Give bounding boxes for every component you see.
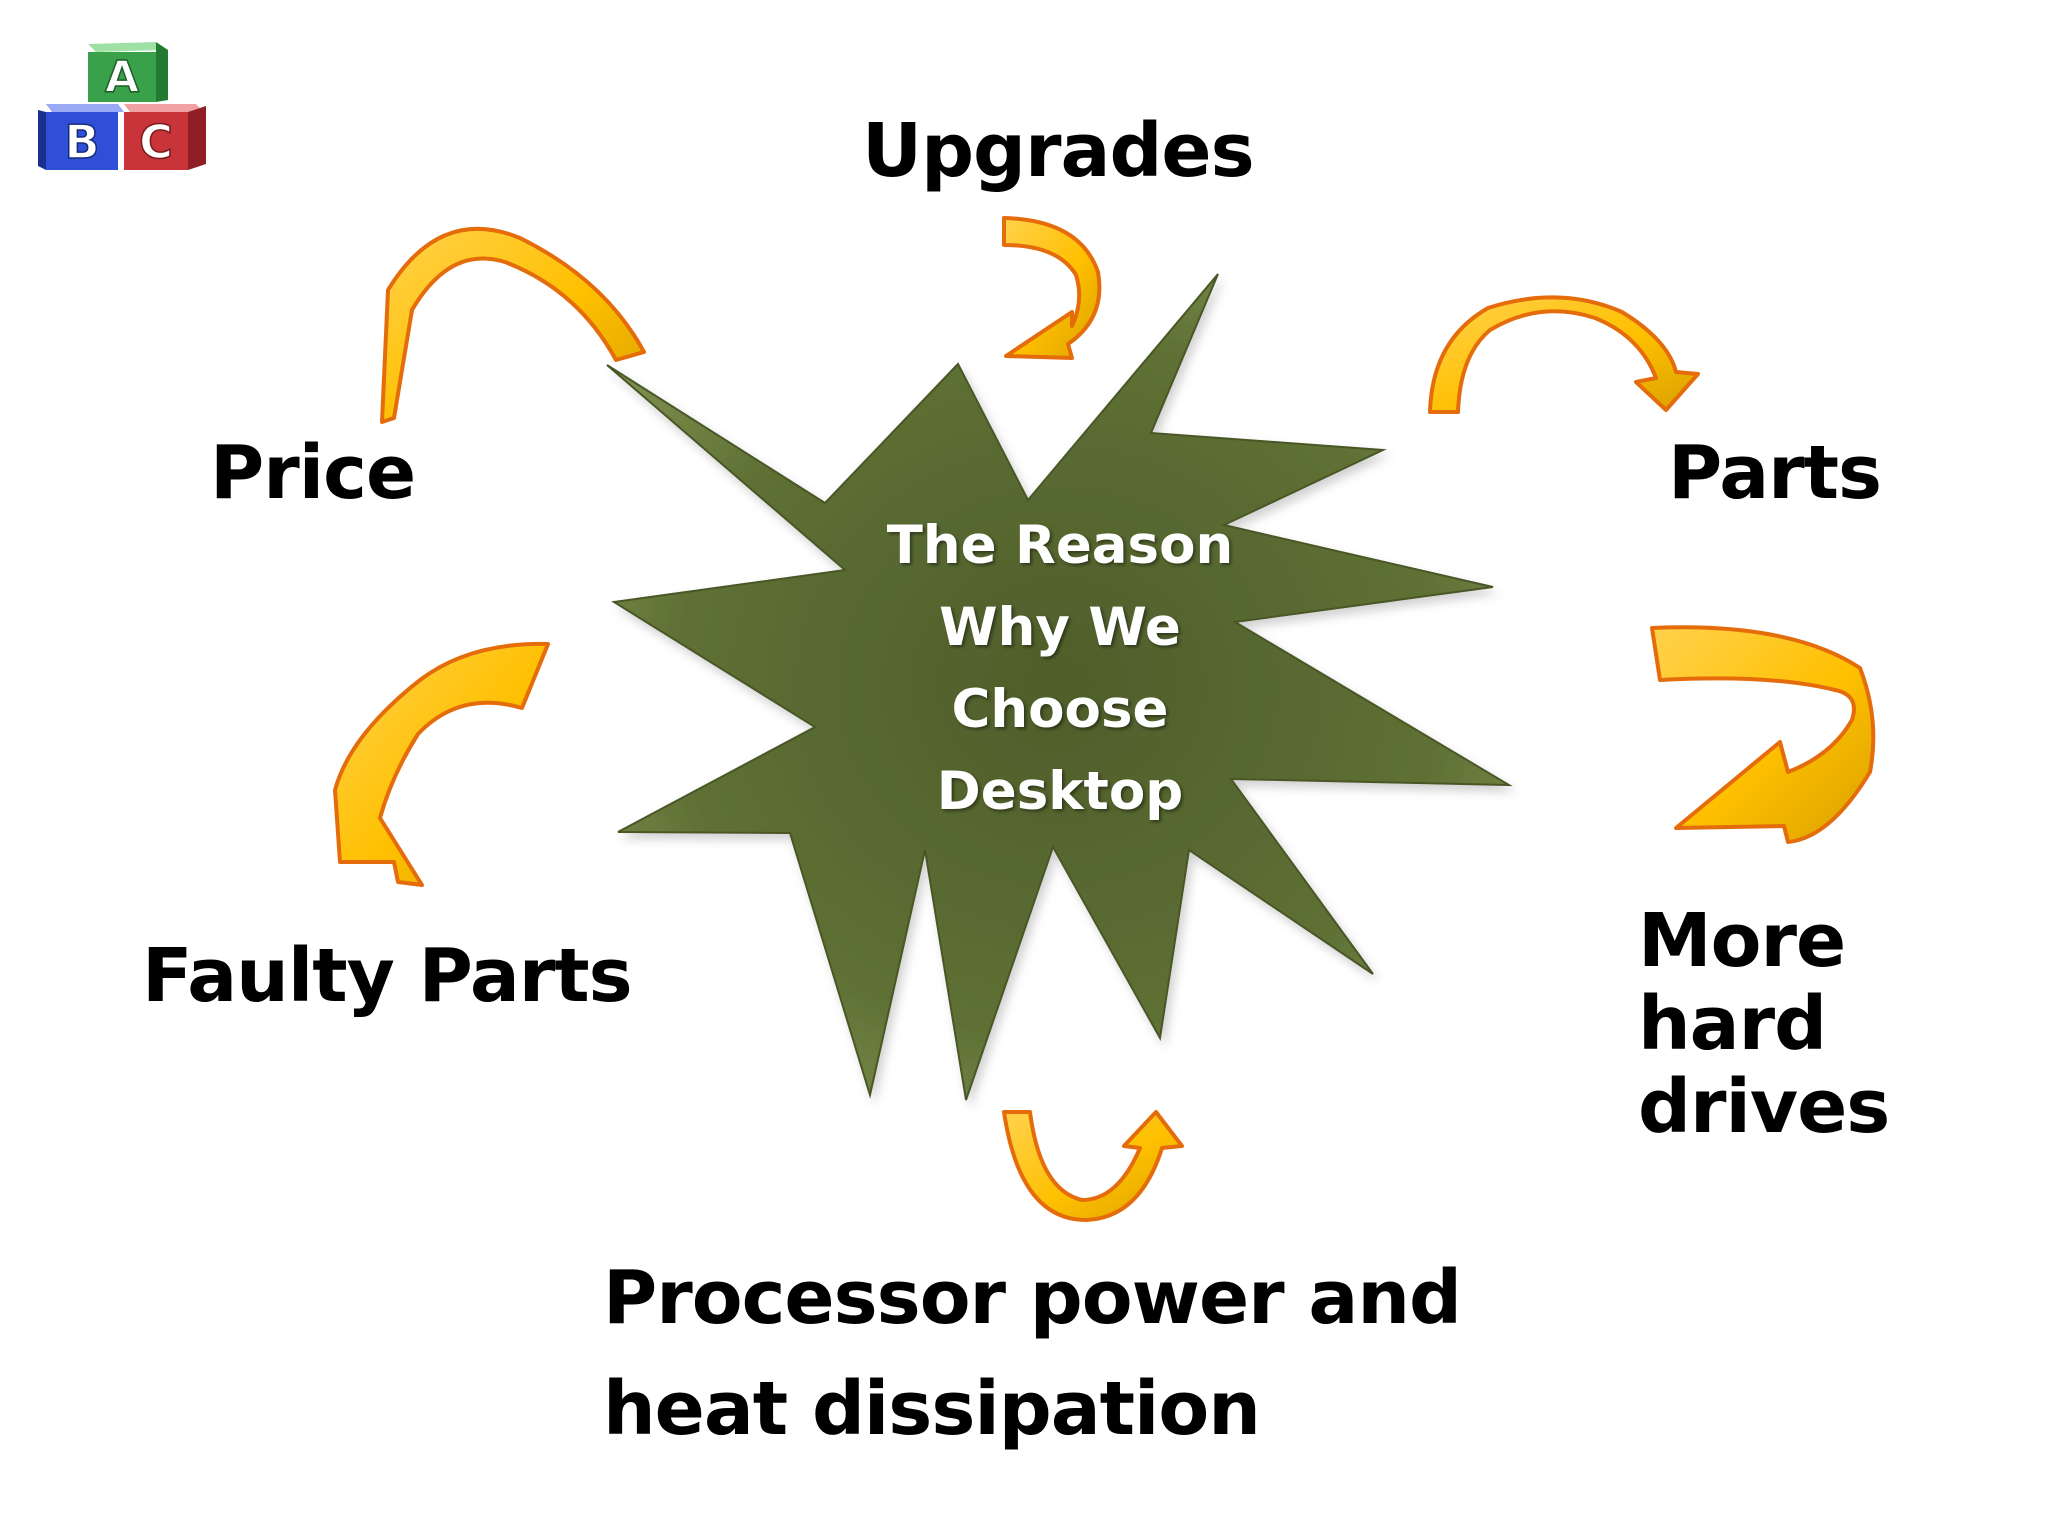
block-c: C bbox=[124, 104, 206, 170]
label-more-hard-drives: More hard drives bbox=[1638, 898, 1890, 1150]
label-processor: Processor power and heat dissipation bbox=[603, 1255, 1462, 1452]
label-upgrades: Upgrades bbox=[862, 108, 1255, 194]
block-letter-b: B bbox=[64, 115, 99, 169]
price-arrow bbox=[380, 226, 646, 424]
hard-drives-arrow bbox=[1650, 625, 1876, 844]
curved-arrow-icon bbox=[333, 216, 1876, 1222]
parts-arrow bbox=[1428, 295, 1700, 414]
center-title: The Reason Why We Choose Desktop bbox=[886, 515, 1234, 822]
block-b: B bbox=[38, 104, 124, 170]
faulty-parts-arrow bbox=[333, 641, 550, 887]
abc-blocks-icon: A B C bbox=[38, 42, 206, 170]
label-faulty-parts: Faulty Parts bbox=[142, 933, 633, 1019]
label-parts: Parts bbox=[1668, 430, 1882, 516]
upgrades-arrow bbox=[1002, 216, 1102, 360]
block-letter-c: C bbox=[139, 115, 173, 169]
label-price: Price bbox=[210, 430, 416, 516]
block-letter-a: A bbox=[105, 52, 139, 103]
block-a: A bbox=[88, 42, 168, 104]
processor-arrow bbox=[1002, 1110, 1184, 1222]
center-star bbox=[606, 273, 1513, 1101]
